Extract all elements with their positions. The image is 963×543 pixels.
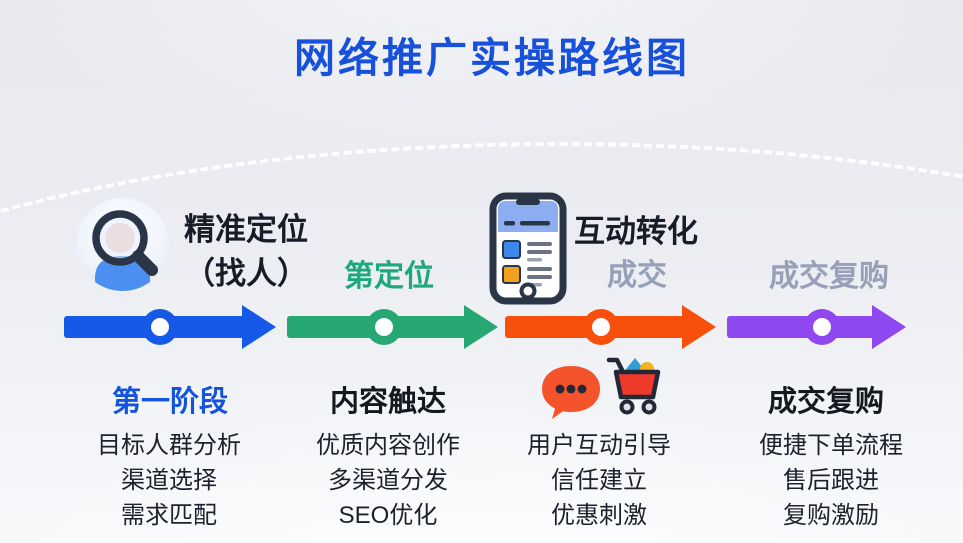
list-item: 目标人群分析 xyxy=(97,432,241,459)
stage3-top-subtitle: 成交 xyxy=(607,259,667,292)
page-title: 网络推广实操路线图 xyxy=(294,35,690,81)
stage1-item-list: 目标人群分析 渠道选择 需求匹配 xyxy=(97,428,241,533)
stage2-bottom-title: 内容触达 xyxy=(329,386,447,418)
shopping-cart-icon xyxy=(601,354,667,423)
stage4-arrow-node xyxy=(804,309,840,345)
stage4-bottom-title: 成交复购 xyxy=(767,386,885,418)
stage3-top-title: 互动转化 xyxy=(574,214,698,249)
stage3-arrow-node xyxy=(583,309,619,345)
person-search-icon xyxy=(74,196,171,298)
stage4-arrow xyxy=(727,305,906,349)
list-item: 多渠道分发 xyxy=(328,467,448,494)
chat-bubble-icon xyxy=(540,364,602,425)
list-item: 优质内容创作 xyxy=(316,432,460,459)
stage4-top-label: 成交复购 xyxy=(769,260,889,293)
stage1-bottom-title: 第一阶段 xyxy=(111,386,229,418)
stage4-item-list: 便捷下单流程 售后跟进 复购激励 xyxy=(759,428,903,533)
list-item: 复购激励 xyxy=(783,502,879,529)
stage1-arrow xyxy=(64,305,276,349)
stage2-item-list: 优质内容创作 多渠道分发 SEO优化 xyxy=(316,428,460,533)
list-item: 信任建立 xyxy=(551,467,647,494)
list-item: 售后跟进 xyxy=(783,467,879,494)
stage2-arrow-node xyxy=(366,309,402,345)
list-item: 用户互动引导 xyxy=(527,432,671,459)
stage1-top-subtitle: （找人） xyxy=(184,256,308,291)
stage2-arrow xyxy=(287,305,498,349)
smartphone-icon xyxy=(489,192,567,310)
list-item: SEO优化 xyxy=(338,502,438,529)
list-item: 需求匹配 xyxy=(121,502,217,529)
stage3-arrow xyxy=(505,305,716,349)
list-item: 渠道选择 xyxy=(121,467,217,494)
list-item: 优惠刺激 xyxy=(551,502,647,529)
stage3-item-list: 用户互动引导 信任建立 优惠刺激 xyxy=(527,428,671,533)
stage1-arrow-node xyxy=(142,309,178,345)
stage2-top-label: 第定位 xyxy=(344,260,434,293)
list-item: 便捷下单流程 xyxy=(759,432,903,459)
stage1-top-title: 精准定位 xyxy=(184,212,308,247)
